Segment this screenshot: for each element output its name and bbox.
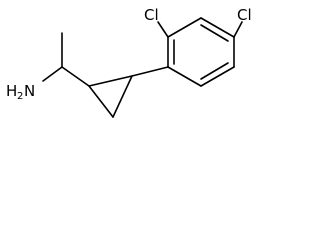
- atom-label-amine-subscript: 2: [17, 91, 23, 102]
- bond-c2-cl: [157, 21, 169, 38]
- ring-double-bond-c5-c6: [200, 62, 229, 80]
- cp-bond-top-left: [88, 75, 133, 87]
- atom-label-cl-para: Cl: [237, 6, 252, 24]
- atom-label-cl-ortho: Cl: [144, 6, 159, 24]
- ring-bond-c5-c6: [200, 66, 235, 87]
- bond-chain-amine: [42, 66, 63, 82]
- ring-bond-c6-c1: [167, 66, 202, 87]
- ring-bond-c2-c3: [167, 17, 202, 38]
- structure-drawing: Cl Cl H 2 N: [6, 6, 252, 118]
- ring-double-bond-c3-c4: [200, 24, 229, 42]
- cyclopropane-ring: [88, 66, 169, 118]
- cp-bond-left-bottom: [88, 85, 114, 118]
- atom-label-amine-h: H: [6, 82, 17, 100]
- bond-cp-chain: [61, 66, 90, 87]
- ring-bond-c3-c4: [200, 17, 235, 38]
- cp-bond-bottom-top: [112, 75, 133, 118]
- bond-aryl-cp: [131, 66, 169, 77]
- benzene-ring: [167, 17, 235, 87]
- atom-label-amine-n: N: [24, 82, 35, 100]
- bond-c4-cl: [233, 21, 243, 38]
